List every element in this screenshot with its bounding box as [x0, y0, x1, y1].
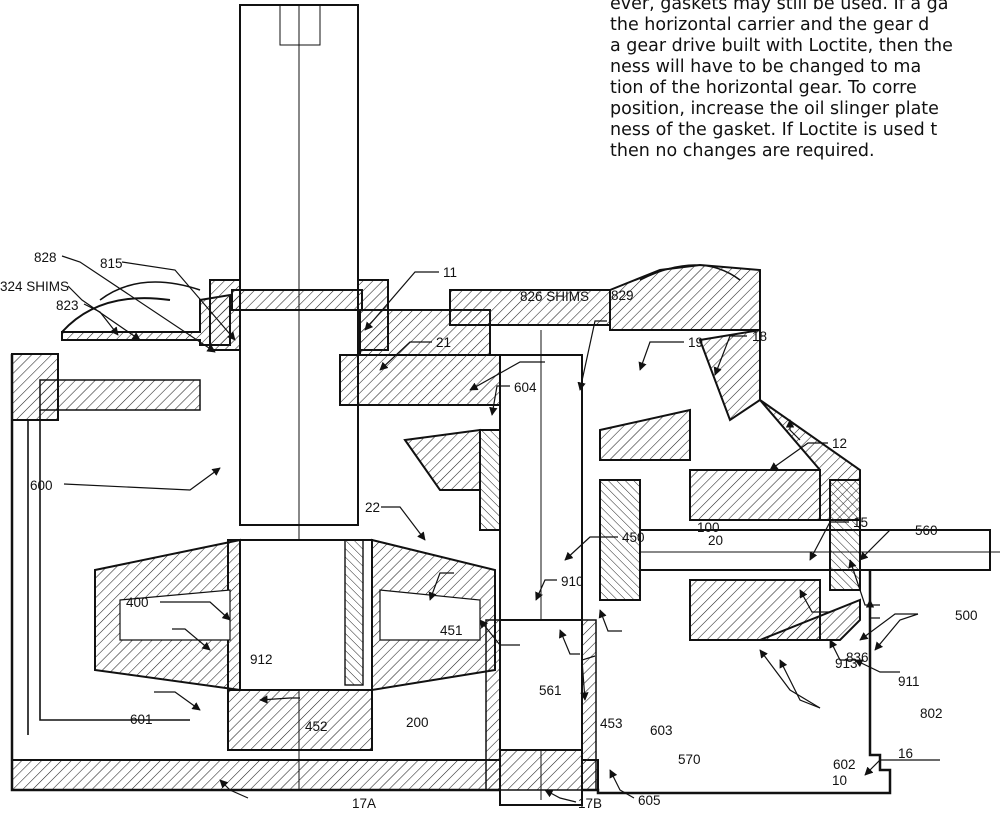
instruction-note-text: ever, gaskets may still be used. If a ga… [610, 0, 1003, 162]
label-824-shims: 324 SHIMS [0, 279, 69, 294]
label-829: 829 [611, 288, 634, 303]
label-18: 18 [752, 329, 767, 344]
label-200: 200 [406, 715, 429, 730]
note-line: the horizontal carrier and the gear d [610, 15, 930, 35]
note-line: a gear drive built with Loctite, then th… [610, 36, 953, 56]
label-603: 603 [650, 723, 673, 738]
label-20: 20 [708, 533, 723, 548]
label-16: 16 [898, 746, 913, 761]
note-line: position, increase the oil slinger plate [610, 99, 939, 119]
label-604: 604 [514, 380, 537, 395]
label-828: 828 [34, 250, 57, 265]
label-601: 601 [130, 712, 153, 727]
label-17b: 17B [578, 796, 602, 811]
label-561: 561 [539, 683, 562, 698]
label-802: 802 [920, 706, 943, 721]
label-400: 400 [126, 595, 149, 610]
label-12: 12 [832, 436, 847, 451]
label-911: 911 [898, 674, 920, 689]
note-line: ness will have to be changed to ma [610, 57, 922, 77]
label-560: 560 [915, 523, 938, 538]
label-453: 453 [600, 716, 623, 731]
note-line: ever, gaskets may still be used. If a ga [610, 0, 949, 14]
label-10: 10 [832, 773, 847, 788]
label-605: 605 [638, 793, 661, 808]
label-100: 100 [697, 520, 720, 535]
label-11: 11 [443, 265, 457, 280]
leader-lines [61, 255, 940, 803]
label-913: 913 [835, 656, 858, 671]
label-452: 452 [305, 719, 328, 734]
label-22: 22 [365, 500, 380, 515]
note-line: then no changes are required. [610, 141, 875, 161]
label-602: 602 [833, 757, 856, 772]
label-21: 21 [436, 335, 451, 350]
drawing-geometry [10, 4, 1000, 806]
label-823: 823 [56, 298, 79, 313]
label-912: 912 [250, 652, 273, 667]
note-line: ness of the gasket. If Loctite is used t [610, 120, 938, 140]
label-17a: 17A [352, 796, 376, 811]
note-line: tion of the horizontal gear. To corre [610, 78, 917, 98]
label-910: 910 [561, 574, 584, 589]
label-836: 836 [846, 650, 869, 665]
label-451: 451 [440, 623, 463, 638]
label-600: 600 [30, 478, 53, 493]
label-826-shims: 826 SHIMS [520, 289, 589, 304]
label-450: 450 [622, 530, 645, 545]
label-815: 815 [100, 256, 123, 271]
callout-labels: 828 815 324 SHIMS 823 11 21 826 SHIMS 82… [0, 250, 978, 811]
label-15: 15 [853, 515, 868, 530]
label-19: 19 [688, 335, 703, 350]
label-570: 570 [678, 752, 701, 767]
label-500: 500 [955, 608, 978, 623]
